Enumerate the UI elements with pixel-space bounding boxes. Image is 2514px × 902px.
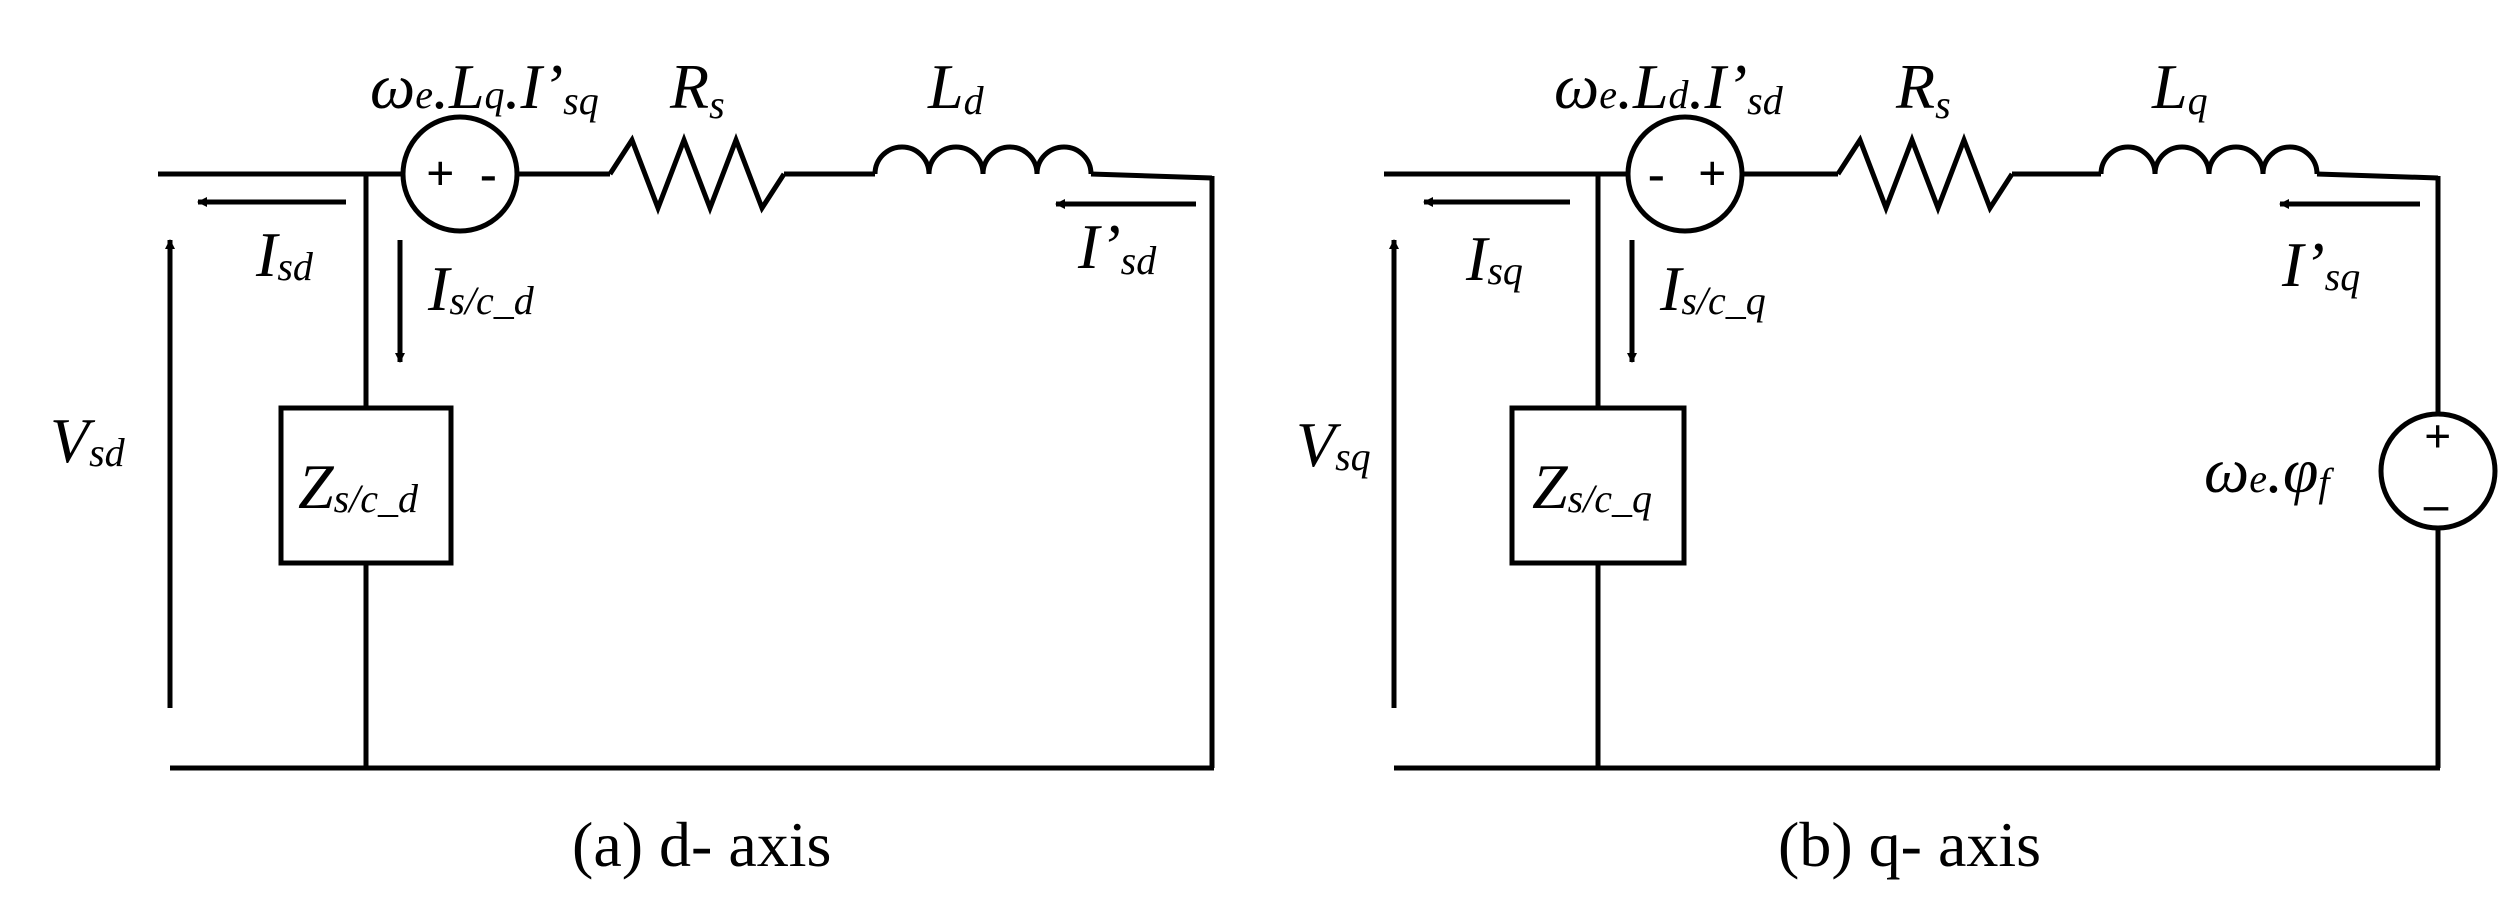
q-branch-current-label: Is/c_q	[1659, 253, 1766, 324]
q-emf-plus: +	[2424, 410, 2451, 463]
d-source-minus: -	[480, 145, 497, 201]
d-axis-circuit	[158, 114, 1215, 771]
d-top-wire-right	[1090, 171, 1213, 181]
d-source-label: ωe.Lq.I’sq	[370, 51, 599, 123]
q-voltage-label: Vsq	[1296, 409, 1371, 480]
d-impedance-label: Zs/c_d	[298, 451, 419, 522]
q-top-wire-right	[2316, 171, 2439, 181]
d-dependent-source-icon	[400, 114, 520, 234]
q-resistor-icon	[1835, 132, 2015, 216]
q-source-minus: -	[1648, 145, 1665, 201]
q-resistor-label: Rs	[1895, 51, 1951, 127]
q-current-in-label: I’sq	[2281, 229, 2360, 300]
q-current-out-label: Isq	[1465, 223, 1523, 294]
q-source-plus: +	[1698, 145, 1727, 201]
d-branch-current-label: Is/c_d	[427, 253, 535, 324]
q-emf-minus: –	[2423, 478, 2449, 531]
d-source-plus: +	[426, 145, 455, 201]
q-axis-labels: - + ωe.Ld.I’sd Rs Lq I’sq Isq Is/c_q Vsq…	[1296, 51, 2451, 880]
q-emf-label: ωe.φf	[2204, 435, 2334, 506]
d-current-in-label: I’sd	[1077, 211, 1157, 283]
q-impedance-label: Zs/c_q	[1532, 451, 1652, 522]
d-inductor-icon	[872, 144, 1094, 175]
q-source-label: ωe.Ld.I’sd	[1554, 51, 1784, 123]
d-caption: (a) d- axis	[572, 809, 831, 880]
d-resistor-icon	[607, 132, 787, 216]
q-inductor-icon	[2098, 144, 2320, 175]
q-axis-circuit	[1384, 114, 2498, 771]
q-inductor-label: Lq	[2151, 51, 2208, 123]
q-caption: (b) q- axis	[1778, 809, 2041, 880]
d-resistor-label: Rs	[669, 51, 725, 127]
d-axis-labels: + - ωe.Lq.I’sq Rs Ld I’sd Isd Is/c_d Vsd…	[50, 51, 1157, 880]
d-current-out-label: Isd	[255, 219, 314, 290]
d-voltage-label: Vsd	[50, 405, 126, 476]
d-inductor-label: Ld	[927, 51, 985, 123]
